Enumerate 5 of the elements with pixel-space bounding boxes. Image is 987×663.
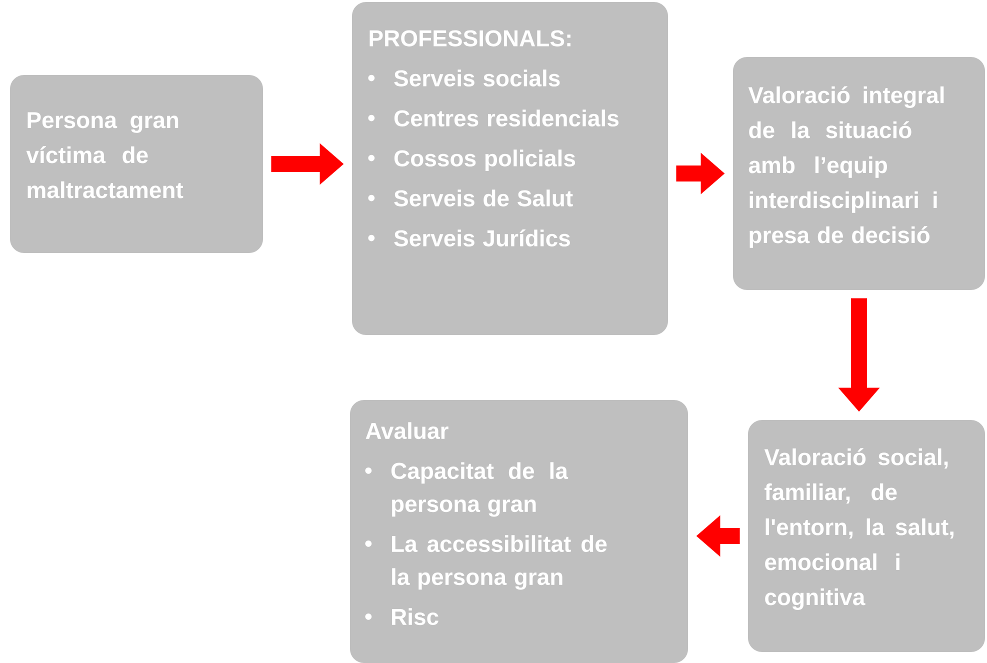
process-box: Avaluar Capacitat de la persona gran La accessibilitat de la persona gran Risc — [350, 400, 688, 663]
process-box: PROFESSIONALS: Serveis socials Centres residencials Cossos policials Serveis de Salut Serveis Jurídics — [352, 2, 668, 335]
process-box: Persona gran víctima de maltractament — [10, 75, 263, 253]
process-box: Valoració integral de la situació amb l’equip interdisciplinari i presa de decisió — [733, 57, 985, 290]
process-box: Valoració social, familiar, de l'entorn, la salut, emocional i cognitiva — [748, 420, 985, 652]
